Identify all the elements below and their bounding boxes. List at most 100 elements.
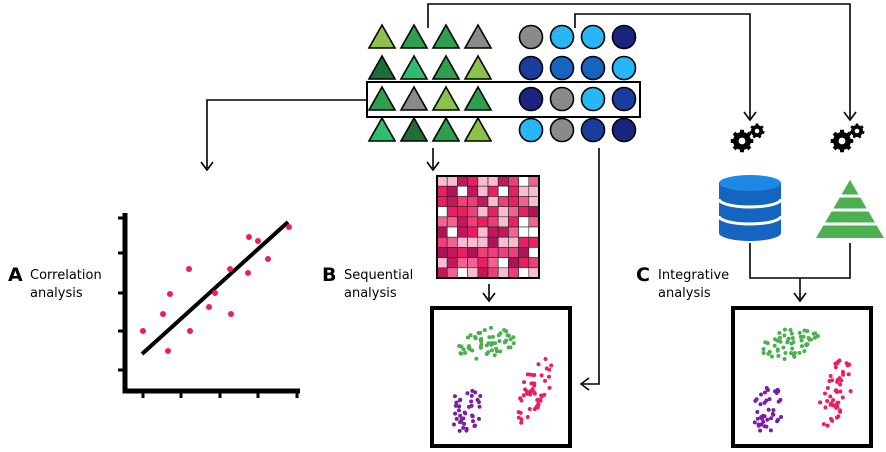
database-icon <box>717 175 783 241</box>
heatmap-cell <box>508 267 519 279</box>
heatmap-cell <box>497 236 509 248</box>
heatmap-cell <box>436 267 448 279</box>
feature-circle <box>580 55 606 81</box>
cluster-point <box>547 367 552 372</box>
heatmap-cell <box>457 257 468 269</box>
scatter-point <box>186 266 192 272</box>
scatter-point <box>206 304 212 310</box>
heatmap-cell <box>446 196 458 207</box>
heatmap-cell <box>487 257 499 269</box>
cluster-point <box>797 330 802 335</box>
cluster-point <box>773 337 778 342</box>
heatmap-cell <box>528 267 540 279</box>
panel-a-letter: A <box>8 264 23 286</box>
heatmap-cell <box>477 206 489 218</box>
heatmap-cell <box>457 247 468 258</box>
heatmap-cell <box>436 247 448 258</box>
cluster-point <box>474 356 479 361</box>
feature-triangle <box>463 116 493 142</box>
cluster-point <box>451 422 456 427</box>
cluster-point <box>547 374 552 379</box>
heatmap-cell <box>477 236 489 248</box>
cluster-point <box>484 343 489 348</box>
cluster-point <box>782 357 787 362</box>
heatmap-cell <box>528 226 540 238</box>
cluster-point <box>471 419 476 424</box>
heatmap-cell <box>467 267 479 279</box>
heatmap-cell <box>446 247 458 258</box>
panel-c-letter: C <box>636 264 650 286</box>
heatmap-cell <box>446 226 458 238</box>
cluster-point <box>470 348 475 353</box>
cluster-point <box>844 361 849 366</box>
feature-circle <box>549 86 575 112</box>
cluster-point <box>466 404 471 409</box>
cluster-point <box>835 377 840 382</box>
cluster-point <box>772 343 777 348</box>
cluster-point <box>454 400 459 405</box>
scatter-axes <box>122 213 300 394</box>
cluster-point <box>768 428 773 433</box>
cluster-point <box>790 336 795 341</box>
cluster-point <box>477 404 482 409</box>
heatmap-cell <box>528 247 540 258</box>
heatmap-cell <box>518 267 530 279</box>
heatmap-cell <box>497 196 509 207</box>
circle-feature-grid <box>518 24 637 143</box>
cluster-point <box>848 389 853 394</box>
heatmap-cell <box>457 206 468 218</box>
cluster-point <box>769 416 774 421</box>
cluster-point <box>790 346 795 351</box>
cluster-point <box>789 331 794 336</box>
feature-circle <box>549 55 575 81</box>
cluster-point <box>487 335 492 340</box>
cluster-point <box>535 397 540 402</box>
cluster-point <box>833 365 838 370</box>
cluster-point <box>536 362 541 367</box>
heatmap-cell <box>497 185 509 197</box>
scatter-point <box>227 266 233 272</box>
heatmap-cell <box>497 257 509 269</box>
heatmap-cell <box>508 175 519 187</box>
feature-circle <box>549 24 575 50</box>
cluster-point <box>535 405 540 410</box>
heatmap-cell <box>436 196 448 207</box>
cluster-point <box>770 411 775 416</box>
axis-ticks <box>118 216 299 398</box>
cluster-point <box>825 398 830 403</box>
cluster-point <box>759 416 764 421</box>
feature-circle <box>611 24 637 50</box>
heatmap-cell <box>528 257 540 269</box>
cluster-point <box>815 333 820 338</box>
heatmap-cell <box>497 175 509 187</box>
cluster-point <box>754 397 759 402</box>
scatter-point <box>228 311 234 317</box>
pyramid-icon <box>816 180 884 238</box>
heatmap-cell <box>508 236 519 248</box>
cluster-point <box>498 349 503 354</box>
cluster-point <box>472 423 477 428</box>
panel-b-title-line1: Sequential <box>344 268 413 283</box>
cluster-point <box>779 415 784 420</box>
arrowheads <box>200 111 857 391</box>
cluster-point <box>823 405 828 410</box>
cluster-point <box>476 400 481 405</box>
heatmap-cell <box>508 196 519 207</box>
cluster-point <box>841 372 846 377</box>
cluster-point <box>775 348 780 353</box>
cluster-point <box>822 391 827 396</box>
heatmap-cell <box>477 247 489 258</box>
heatmap-cell <box>518 196 530 207</box>
cluster-point <box>495 349 500 354</box>
cluster-point <box>762 414 767 419</box>
cluster-point <box>482 328 487 333</box>
heatmap-icon <box>436 175 540 279</box>
feature-circle <box>549 117 575 143</box>
heatmap-cell <box>497 267 509 279</box>
heatmap-cell <box>508 257 519 269</box>
cluster-point <box>489 341 494 346</box>
feature-triangle <box>367 116 397 142</box>
cluster-point <box>837 358 842 363</box>
cluster-point <box>508 345 513 350</box>
